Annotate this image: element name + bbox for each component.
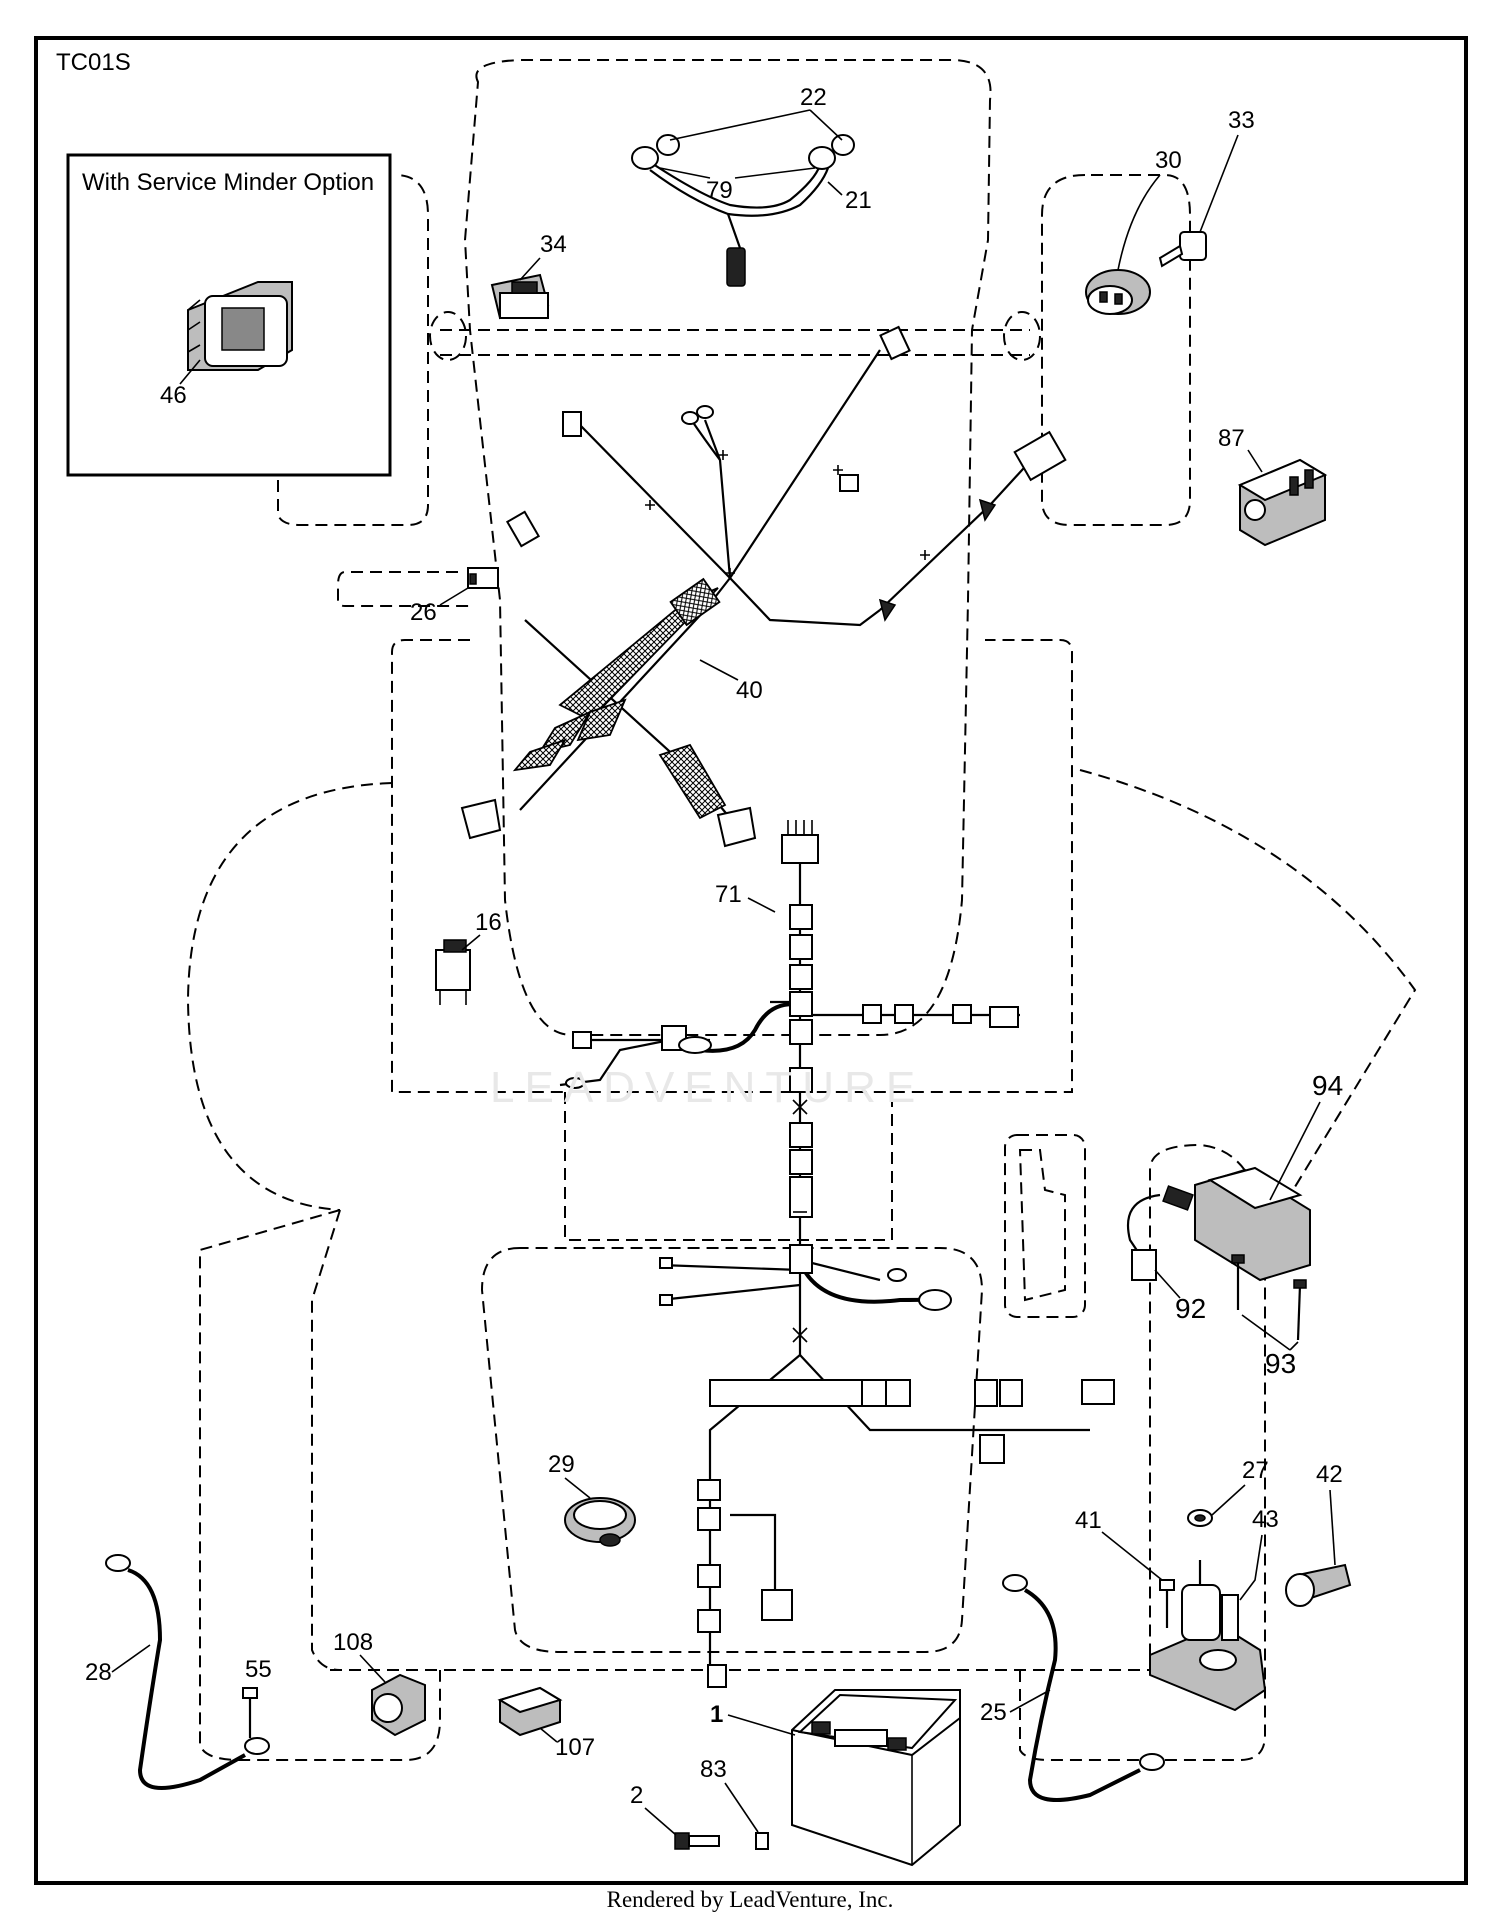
callout-28: 28	[85, 1659, 112, 1686]
nut-part-83	[755, 1832, 769, 1850]
connector-part-16	[435, 939, 471, 1005]
ignition-switch-part-30	[1085, 269, 1151, 315]
callout-92: 92	[1175, 1293, 1206, 1324]
ignition-key-part-33	[1158, 231, 1207, 268]
callout-22: 22	[800, 84, 827, 111]
callout-42: 42	[1316, 1461, 1343, 1488]
callout-41: 41	[1075, 1507, 1102, 1534]
callout-26: 26	[410, 599, 437, 626]
callout-2: 2	[630, 1782, 643, 1809]
battery-part-1	[791, 1689, 961, 1867]
inset-title: With Service Minder Option	[82, 169, 374, 196]
callout-93: 93	[1265, 1348, 1296, 1379]
diagram-code: TC01S	[56, 49, 131, 76]
headlight-harness	[631, 134, 855, 287]
harness-part-71	[559, 820, 1115, 1688]
module-part-108	[371, 1673, 426, 1737]
footer-credit: Rendered by LeadVenture, Inc.	[606, 1887, 894, 1912]
callout-34: 34	[540, 231, 567, 258]
service-minder-inset: With Service Minder Option 46	[66, 153, 392, 477]
screws-part-93	[1231, 1254, 1307, 1341]
nut-part-27	[1187, 1509, 1213, 1527]
switch-part-34	[490, 273, 550, 320]
callout-30: 30	[1155, 147, 1182, 174]
module-part-107	[497, 1686, 563, 1737]
callout-94: 94	[1312, 1070, 1343, 1101]
seat-switch-part-94	[1126, 1166, 1311, 1282]
callout-46: 46	[160, 382, 187, 409]
callout-29: 29	[548, 1451, 575, 1478]
fuse-part-26	[467, 567, 499, 589]
solenoid-part-43	[1149, 1560, 1267, 1712]
main-harness-part-40	[460, 325, 1067, 848]
callout-79: 79	[706, 177, 733, 204]
callout-21: 21	[845, 187, 872, 214]
mower-outline	[186, 59, 1417, 1761]
callout-43: 43	[1252, 1506, 1279, 1533]
callout-108: 108	[333, 1629, 373, 1656]
bolt-part-55	[242, 1687, 258, 1738]
hour-meter-part-46	[187, 281, 293, 371]
callout-33: 33	[1228, 107, 1255, 134]
diagram-frame	[34, 36, 1468, 1885]
callout-87: 87	[1218, 425, 1245, 452]
callout-16: 16	[475, 909, 502, 936]
callout-71: 71	[715, 881, 742, 908]
callout-25: 25	[980, 1699, 1007, 1726]
callout-55: 55	[245, 1656, 272, 1683]
callout-107: 107	[555, 1734, 595, 1761]
callout-83: 83	[700, 1756, 727, 1783]
boot-part-42	[1285, 1563, 1352, 1607]
cable-part-28	[105, 1554, 270, 1790]
bolt-part-2	[674, 1832, 720, 1850]
callout-1: 1	[710, 1701, 723, 1728]
callout-27: 27	[1242, 1457, 1269, 1484]
grommet-part-29	[564, 1497, 636, 1547]
bolt-part-41	[1159, 1579, 1175, 1628]
callout-40: 40	[736, 677, 763, 704]
cable-part-25	[1002, 1574, 1165, 1802]
relay-part-87	[1237, 458, 1328, 547]
watermark: LEADVENTURE	[490, 1063, 925, 1112]
